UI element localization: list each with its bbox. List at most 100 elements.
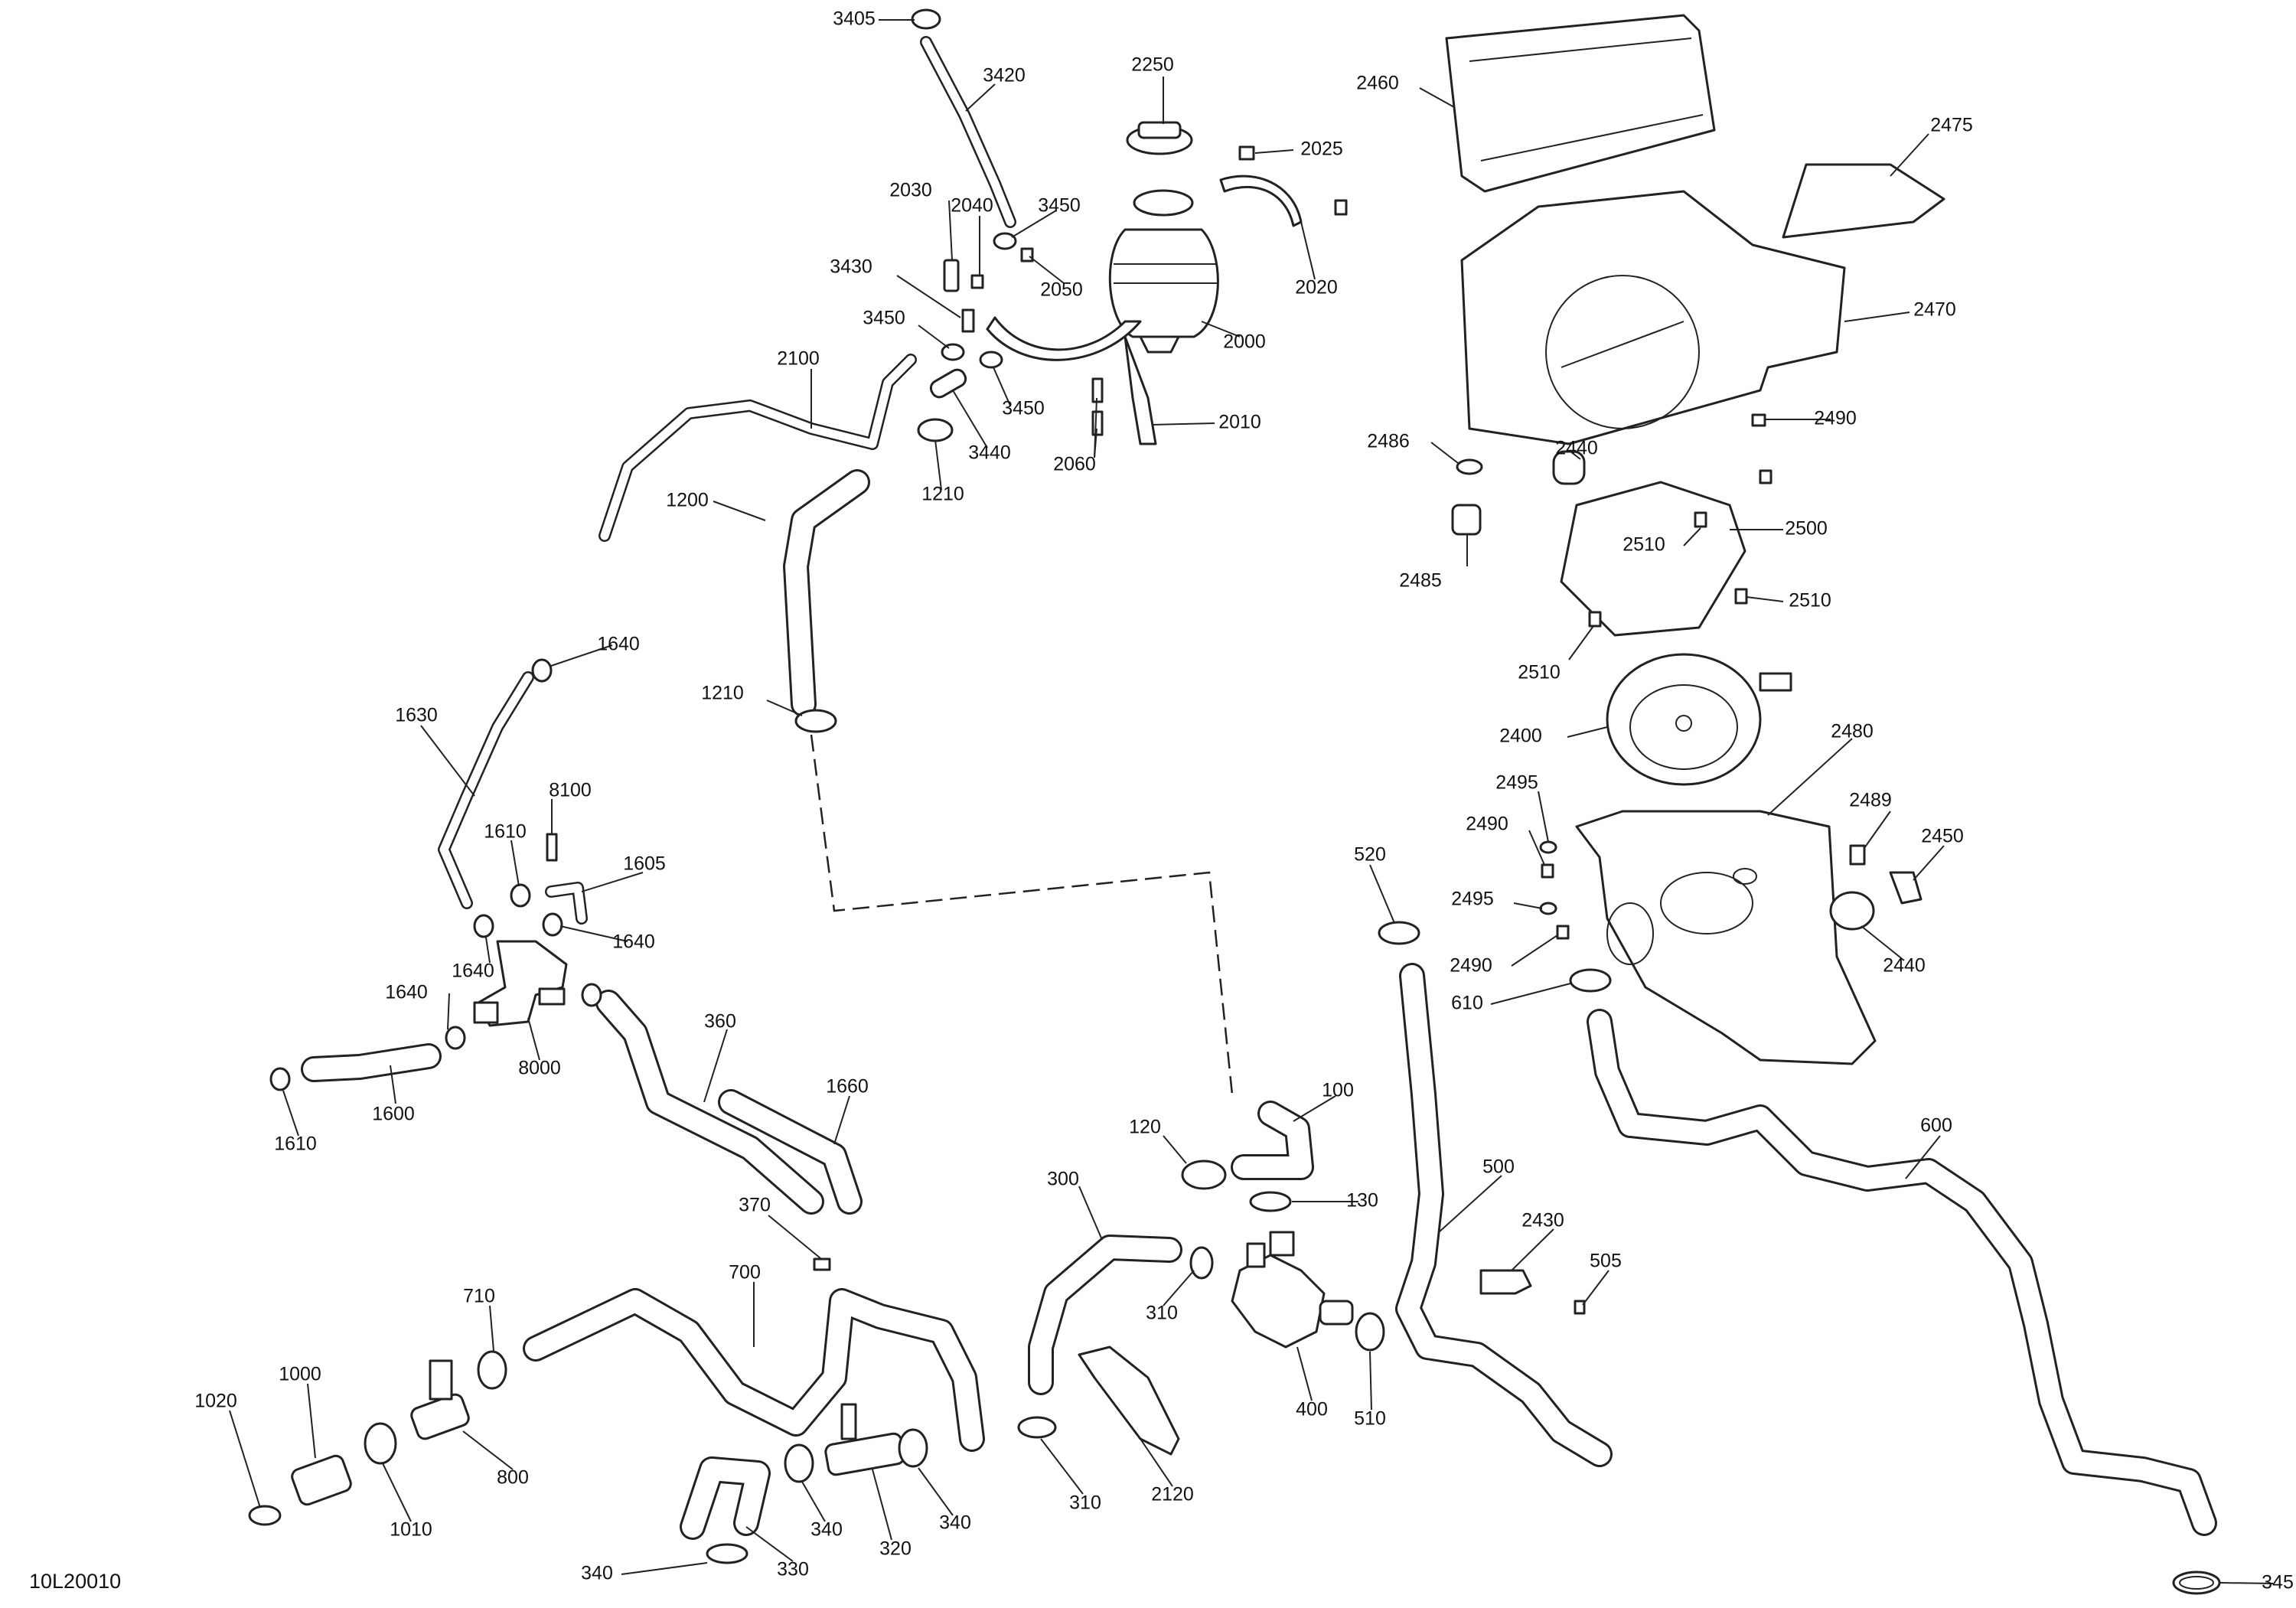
callout-c2486: 2486 [1367,431,1410,452]
callout-c2510c: 2510 [1518,662,1561,683]
clamp-310a [1189,1246,1214,1280]
callout-c2450: 2450 [1921,826,1964,847]
callout-c1640a: 1640 [597,634,640,655]
callout-c2480: 2480 [1831,721,1874,742]
callout-c310a: 310 [1146,1303,1178,1324]
tank-neck [1133,189,1194,217]
callout-c2489: 2489 [1849,790,1892,811]
callout-c2490a: 2490 [1814,408,1857,429]
callout-c1640c: 1640 [452,961,494,982]
tee-800 [410,1393,470,1440]
callout-c100: 100 [1322,1080,1354,1101]
callout-c130: 130 [1346,1190,1378,1212]
callout-c600: 600 [1920,1115,1952,1137]
callout-c2010: 2010 [1218,412,1261,433]
leader-lines [229,19,2274,1584]
callout-c3450a: 3450 [1038,195,1081,217]
callout-c2495b: 2495 [1451,889,1494,910]
callout-c2440a: 2440 [1555,438,1598,459]
clip-2440b [1829,891,1875,931]
callout-c3450b: 3450 [863,308,905,329]
callout-c340c: 340 [581,1563,613,1584]
callout-c510: 510 [1354,1408,1386,1430]
gasket-2120 [1078,1345,1180,1456]
clip-2440 [1552,450,1586,485]
callout-c2490b: 2490 [1466,814,1508,835]
clamp-120 [1181,1160,1227,1190]
callout-c1010: 1010 [390,1519,432,1541]
foam-pad [1782,163,1945,239]
callout-c1020: 1020 [194,1391,237,1412]
bracket-2030 [943,259,960,292]
callout-c500: 500 [1482,1156,1515,1178]
callout-c2490c: 2490 [1450,955,1492,977]
clamp-1640b [542,912,563,937]
fitting-320 [824,1432,905,1476]
callout-c3405: 3405 [833,8,876,30]
callout-c2250: 2250 [1131,54,1174,76]
callout-c2430: 2430 [1521,1210,1564,1231]
callout-c2000: 2000 [1223,331,1266,353]
valve-8000 [477,940,568,1027]
callout-c610: 610 [1451,993,1483,1014]
callout-c1200: 1200 [666,490,709,511]
drawing-number: 10L20010 [29,1570,121,1593]
callout-c2510b: 2510 [1789,590,1831,612]
nut-2489 [1849,844,1866,866]
callout-c520: 520 [1354,844,1386,866]
clamp-3450c [979,351,1003,369]
fitting-3440 [929,368,967,399]
callout-c2495a: 2495 [1495,772,1538,794]
clamp-510 [1355,1312,1385,1352]
callout-c2470: 2470 [1913,299,1956,321]
callout-c3420: 3420 [983,65,1026,86]
callout-c2120: 2120 [1151,1484,1194,1505]
callout-c1640d: 1640 [385,982,428,1003]
callout-c1660: 1660 [826,1076,869,1098]
callout-c345: 345 [2262,1572,2294,1593]
fan-shroud [1575,810,1877,1065]
callout-c320: 320 [879,1538,912,1560]
callout-c2040: 2040 [951,195,993,217]
clamp-1610a [510,883,531,908]
callout-c400: 400 [1296,1399,1328,1420]
clamp-1640d [581,983,602,1007]
clamp-310b [1017,1416,1057,1439]
clamp-1210b [794,709,837,733]
clamp-3450a [993,232,1017,250]
callout-c3430: 3430 [830,256,872,278]
callout-c120: 120 [1129,1117,1161,1138]
callout-c8000: 8000 [518,1058,561,1079]
clamp-130 [1249,1191,1292,1212]
clamp-1640c [473,914,494,938]
tank-outlet [1139,335,1180,354]
fittings-group [291,833,1586,1506]
grommet-2485 [1451,504,1482,536]
callout-c1600: 1600 [372,1104,415,1125]
callout-c710: 710 [463,1286,495,1307]
callout-c1000: 1000 [279,1364,321,1385]
callout-c1610b: 1610 [274,1133,317,1155]
callout-c340b: 340 [810,1519,843,1541]
callout-c340a: 340 [939,1512,971,1534]
clamp-1210a [917,418,954,442]
clamp-340b [898,1428,928,1468]
callout-c2100: 2100 [777,348,820,370]
clamp-340c [706,1543,748,1564]
radiator [1445,14,1716,193]
cap-top [1137,121,1182,139]
radiator-group [1445,14,1945,1065]
tank-strap [1219,174,1303,227]
clamp-610 [1569,968,1612,993]
callout-c3450c: 3450 [1002,398,1045,419]
callout-c330: 330 [777,1559,809,1580]
callout-c2475: 2475 [1930,115,1973,136]
callout-c2440b: 2440 [1883,955,1926,977]
fan-motor [1606,653,1762,786]
clamp-520 [1378,921,1420,945]
clamp-1640e [445,1026,466,1050]
washer-2486 [1456,458,1483,475]
callout-c2400: 2400 [1499,726,1542,747]
callout-c2050: 2050 [1040,279,1083,301]
